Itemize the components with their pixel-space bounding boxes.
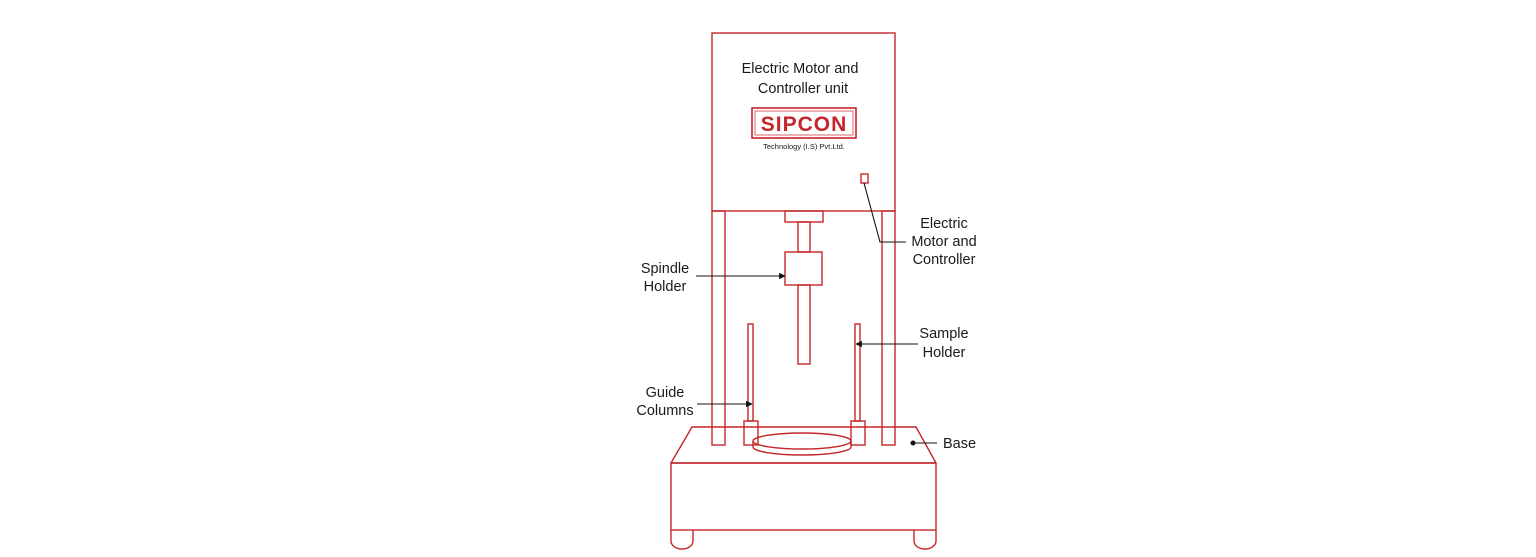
- base-leader-dot: [910, 440, 916, 446]
- label-sample-holder: Sample Holder: [919, 326, 968, 361]
- apparatus-outline: [670, 32, 937, 550]
- panel-title-line-1: Electric Motor and: [742, 61, 859, 77]
- controller-switch: [860, 173, 869, 184]
- leader-lines: [696, 182, 937, 444]
- label-electric-motor-controller: Electric Motor and Controller: [911, 216, 976, 268]
- base-body: [670, 462, 937, 531]
- guide-columns-line-1: Guide: [646, 385, 685, 401]
- left-support-column: [711, 210, 726, 446]
- guide-columns-line-2: Columns: [636, 403, 693, 419]
- left-guide-column: [747, 323, 754, 422]
- motor-controller-line-3: Controller: [913, 252, 976, 268]
- sample-holder-line-2: Holder: [923, 345, 966, 361]
- sample-holder-line-1: Sample: [919, 326, 968, 342]
- spindle-shaft-upper: [797, 221, 811, 253]
- base-top: [670, 426, 937, 464]
- right-support-column: [881, 210, 896, 446]
- spindle-holder-line-1: Spindle: [641, 261, 689, 277]
- sample-plate-top: [752, 432, 852, 450]
- logo-text: SIPCON: [761, 113, 848, 136]
- spindle-shaft-lower: [797, 284, 811, 365]
- label-guide-columns: Guide Columns: [636, 385, 693, 419]
- spindle-holder-block: [784, 251, 823, 286]
- label-base: Base: [943, 436, 976, 452]
- sample-plate-side: [752, 441, 852, 456]
- sipcon-logo: SIPCON Technology (I.S) Pvt.Ltd.: [751, 107, 857, 151]
- label-spindle-holder: Spindle Holder: [641, 261, 689, 295]
- motor-controller-leader: [863, 182, 906, 243]
- spindle-mount: [784, 210, 824, 223]
- right-foot: [913, 530, 937, 550]
- left-foot: [670, 530, 694, 550]
- left-guide-foot: [743, 420, 759, 446]
- panel-title-line-2: Controller unit: [758, 81, 848, 97]
- right-guide-column: [854, 323, 861, 422]
- motor-controller-line-1: Electric: [920, 216, 968, 232]
- motor-controller-line-2: Motor and: [911, 234, 976, 250]
- logo-subtitle: Technology (I.S) Pvt.Ltd.: [763, 142, 845, 151]
- right-guide-foot: [850, 420, 866, 446]
- spindle-holder-line-2: Holder: [644, 279, 687, 295]
